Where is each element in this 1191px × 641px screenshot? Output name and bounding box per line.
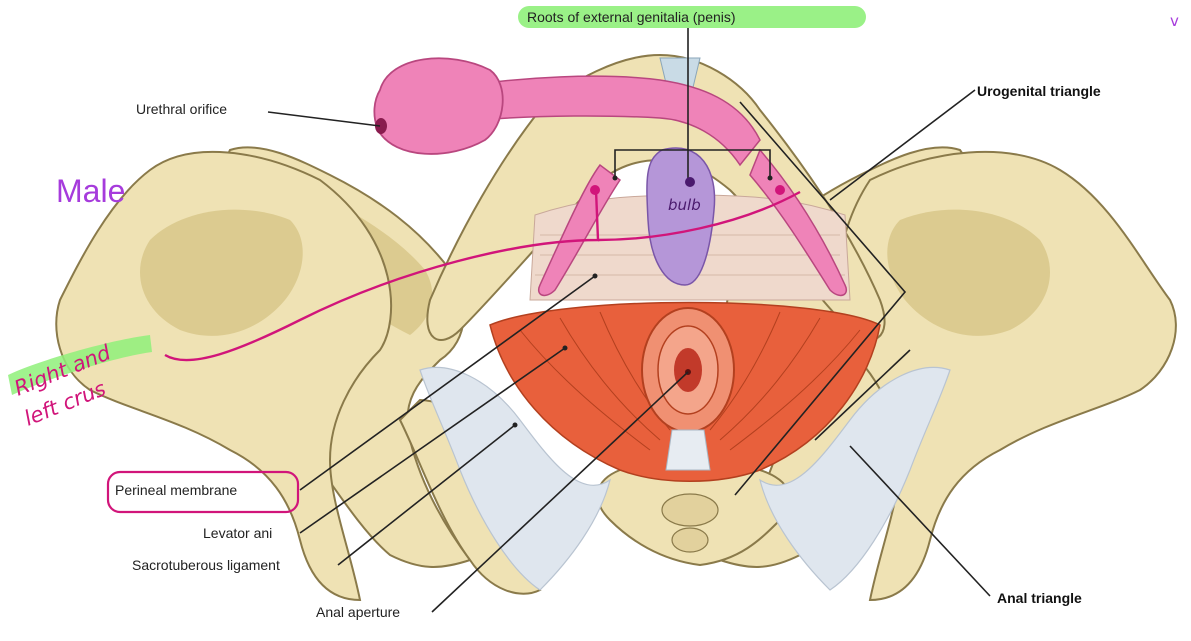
bulb-annotation: bulb (668, 196, 701, 214)
left-crus-dot (590, 185, 600, 195)
coccyx-tip (672, 528, 708, 552)
urethral-orifice-label: Urethral orifice (136, 101, 227, 117)
anococcygeal-body (666, 430, 710, 470)
sacrotuberous-ligament-label: Sacrotuberous ligament (132, 557, 280, 573)
perineal-membrane-label: Perineal membrane (115, 482, 237, 498)
corner-mark: v (1170, 12, 1179, 30)
urethral-leader (268, 112, 380, 126)
glans-penis (374, 58, 502, 154)
levator-ani-label: Levator ani (203, 525, 272, 541)
coccyx-segment (662, 494, 718, 526)
anal-triangle-label: Anal triangle (997, 590, 1082, 606)
urogenital-triangle-label: Urogenital triangle (977, 83, 1101, 99)
roots-label: Roots of external genitalia (penis) (527, 9, 736, 25)
bulb-dot (685, 177, 695, 187)
right-crus-dot (775, 185, 785, 195)
male-annotation: Male (56, 173, 125, 209)
anal-aperture-label: Anal aperture (316, 604, 400, 620)
